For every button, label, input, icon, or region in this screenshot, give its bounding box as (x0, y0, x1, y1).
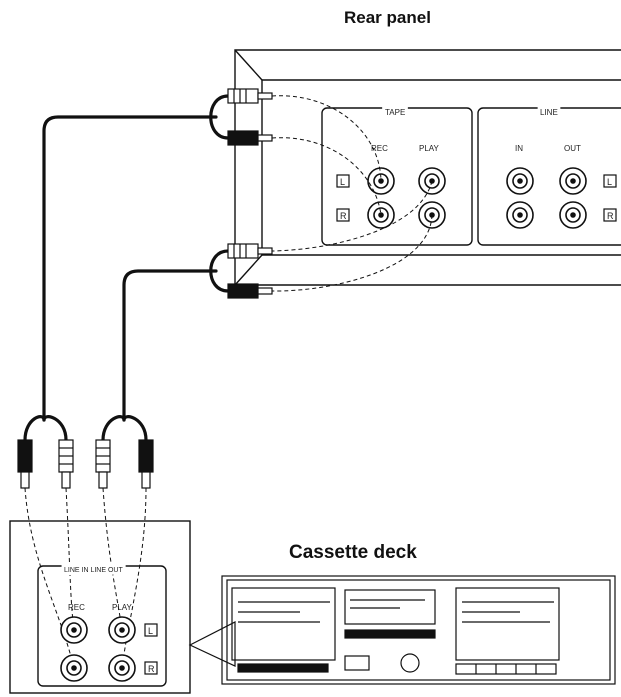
deck-r-box: R (144, 661, 158, 675)
out-label: OUT (564, 144, 581, 153)
signal-play-r (271, 214, 433, 292)
signal-deck-3 (102, 487, 123, 631)
signal-deck-2 (65, 487, 75, 631)
cassette-deck-front (221, 575, 616, 685)
receiver-r-box: R (336, 208, 350, 222)
signal-rec-r (271, 137, 382, 216)
rear-panel-title: Rear panel (344, 8, 431, 27)
receiver-rear-panel (234, 49, 621, 286)
plug-tape-play-white (227, 243, 273, 259)
in-label: IN (515, 144, 523, 153)
plug-tape-rec-black (227, 130, 273, 146)
deck-plug-2-white (95, 439, 111, 489)
cable-2-y (101, 415, 148, 442)
svg-text:L: L (607, 177, 612, 187)
receiver-rec-l-jack (367, 167, 395, 195)
deck-play-l-jack (108, 616, 136, 644)
svg-text:R: R (607, 211, 614, 221)
deck-connector-panel (9, 520, 191, 694)
receiver-rec-r-jack (367, 201, 395, 229)
signal-deck-1 (24, 487, 75, 669)
receiver-out-r-jack (559, 201, 587, 229)
plug-tape-rec-white (227, 88, 273, 104)
tape-group-label: TAPE (385, 108, 405, 117)
signal-rec-l (271, 95, 382, 182)
deck-plug-2-black (138, 439, 154, 489)
play-label: PLAY (419, 144, 440, 153)
receiver-in-r-jack (506, 201, 534, 229)
receiver-l-box-right: L (603, 174, 617, 188)
svg-text:R: R (340, 211, 347, 221)
signal-play-l (271, 180, 433, 252)
cable-1-run (42, 115, 218, 422)
deck-rec-r-jack (60, 654, 88, 682)
svg-text:L: L (148, 626, 153, 636)
deck-rec-l-jack (60, 616, 88, 644)
plug-tape-play-black (227, 283, 273, 299)
deck-plug-1-black (17, 439, 33, 489)
cable-1-y (23, 415, 68, 442)
rec-label: REC (371, 144, 388, 153)
deck-plug-1-white (58, 439, 74, 489)
receiver-in-l-jack (506, 167, 534, 195)
deck-play-r-jack (108, 654, 136, 682)
receiver-out-l-jack (559, 167, 587, 195)
deck-group-label: LINE IN LINE OUT (64, 567, 123, 574)
deck-l-box: L (144, 623, 158, 637)
deck-rec-label: REC (68, 603, 85, 612)
cassette-deck-title: Cassette deck (289, 542, 417, 563)
cable-2-run (122, 269, 218, 422)
deck-play-label: PLAY (112, 603, 133, 612)
signal-deck-4 (121, 487, 147, 669)
callout-pointer (188, 621, 236, 667)
receiver-l-box: L (336, 174, 350, 188)
receiver-r-box-right: R (603, 208, 617, 222)
svg-text:L: L (340, 177, 345, 187)
line-group-label: LINE (540, 108, 558, 117)
svg-text:R: R (148, 664, 155, 674)
